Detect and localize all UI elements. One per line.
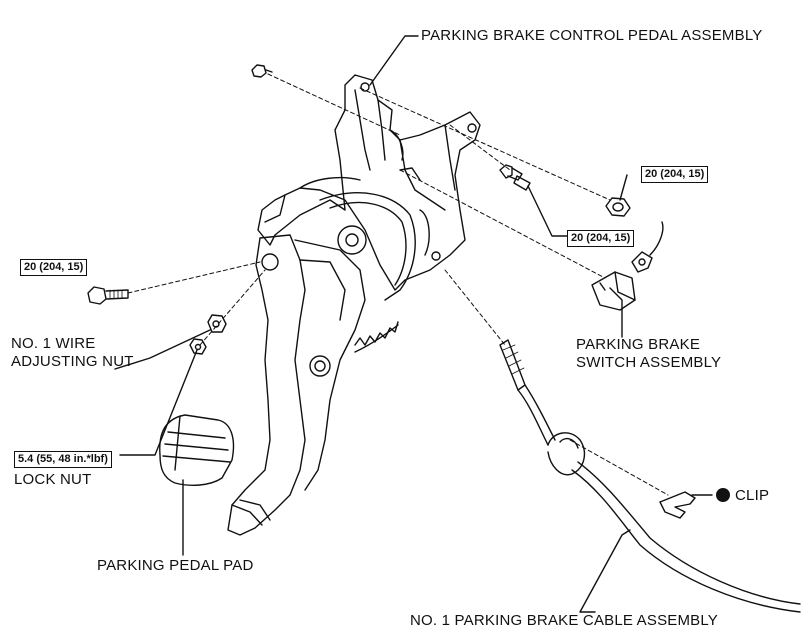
clip-label-text: CLIP xyxy=(735,487,770,504)
pedal-pad-part xyxy=(159,414,235,486)
clip-label: CLIP xyxy=(716,487,769,505)
right-nut xyxy=(605,197,631,217)
pedal-bracket xyxy=(257,74,481,291)
right-bolt xyxy=(499,164,531,191)
switch-part xyxy=(591,221,664,311)
pedal-pad-label: PARKING PEDAL PAD xyxy=(97,557,254,574)
lock-nut-label: LOCK NUT xyxy=(14,471,92,488)
leader-lines xyxy=(114,35,713,613)
wire-adjusting-nut xyxy=(207,314,227,333)
torque-lock-nut: 5.4 (55, 48 in.*lbf) xyxy=(14,451,112,468)
alignment-lines xyxy=(127,73,669,496)
torque-bolt-right: 20 (204, 15) xyxy=(567,230,635,247)
cable-label: NO. 1 PARKING BRAKE CABLE ASSEMBLY xyxy=(410,612,719,629)
switch-label-line2: SWITCH ASSEMBLY xyxy=(576,354,722,371)
switch-label-line1: PARKING BRAKE xyxy=(576,336,701,353)
pedal-assembly-label: PARKING BRAKE CONTROL PEDAL ASSEMBLY xyxy=(421,27,763,44)
cable-part xyxy=(499,339,801,613)
sector-plate xyxy=(319,192,416,301)
torque-bolt-left: 20 (204, 15) xyxy=(20,259,88,276)
pedal-arm xyxy=(227,234,366,536)
bullet-icon xyxy=(716,488,730,502)
torque-nut-right: 20 (204, 15) xyxy=(641,166,709,183)
lock-nut xyxy=(189,338,207,355)
left-bolt xyxy=(87,286,129,305)
wire-nut-label-line1: NO. 1 WIRE xyxy=(11,335,96,352)
upper-bolt xyxy=(251,64,273,78)
ratchet-teeth xyxy=(354,321,399,353)
wire-nut-label-line2: ADJUSTING NUT xyxy=(11,353,134,370)
clip-part xyxy=(659,491,696,519)
